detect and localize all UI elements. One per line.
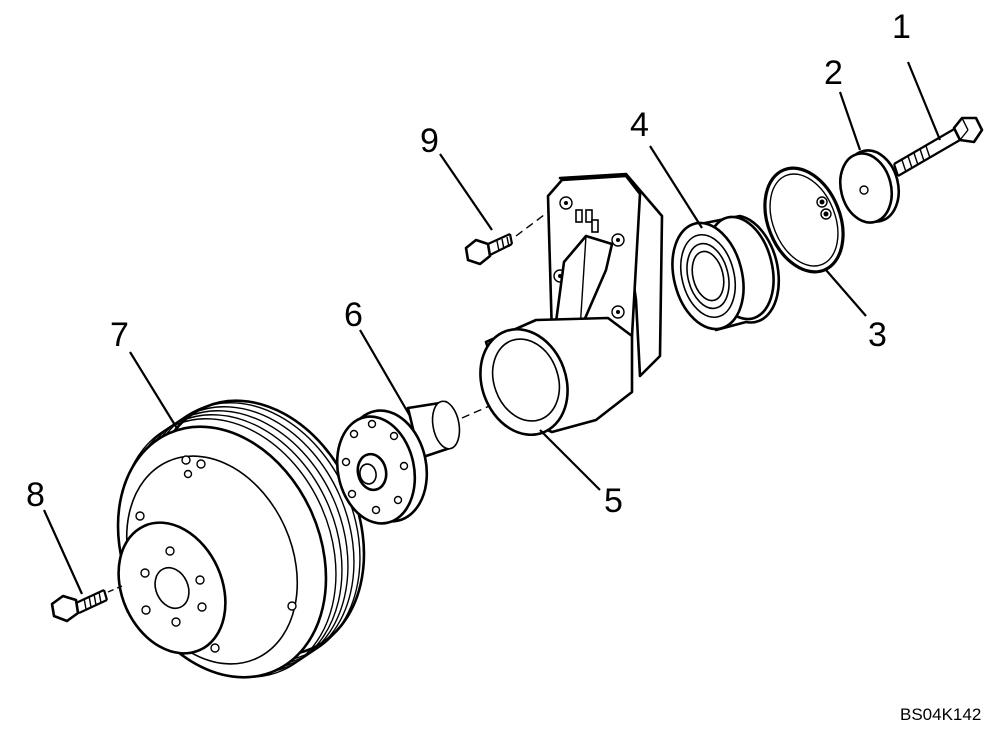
part-7-pulley xyxy=(116,399,366,679)
part-5-housing xyxy=(479,172,664,437)
part-8-bolt xyxy=(50,589,109,623)
callout-2: 2 xyxy=(824,54,843,92)
part-6-hub-shaft xyxy=(335,400,461,525)
part-3-snap-ring xyxy=(763,166,845,274)
callout-6: 6 xyxy=(344,296,363,334)
callout-1: 1 xyxy=(892,8,911,46)
part-9-centerline xyxy=(515,211,549,237)
callout-8: 8 xyxy=(26,476,45,514)
callout-4: 4 xyxy=(630,106,649,144)
part-1-bolt xyxy=(892,116,984,177)
figure-reference-code: BS04K142 xyxy=(900,705,981,724)
part-2-washer xyxy=(839,149,900,224)
callout-7: 7 xyxy=(110,316,129,354)
part-8-centerline xyxy=(107,585,123,593)
part-9-bolt xyxy=(464,232,514,266)
part-4-bearing xyxy=(671,214,781,332)
callout-3: 3 xyxy=(868,316,887,354)
leader-lines xyxy=(42,61,942,595)
callout-9: 9 xyxy=(420,122,439,160)
callout-5: 5 xyxy=(604,482,623,520)
